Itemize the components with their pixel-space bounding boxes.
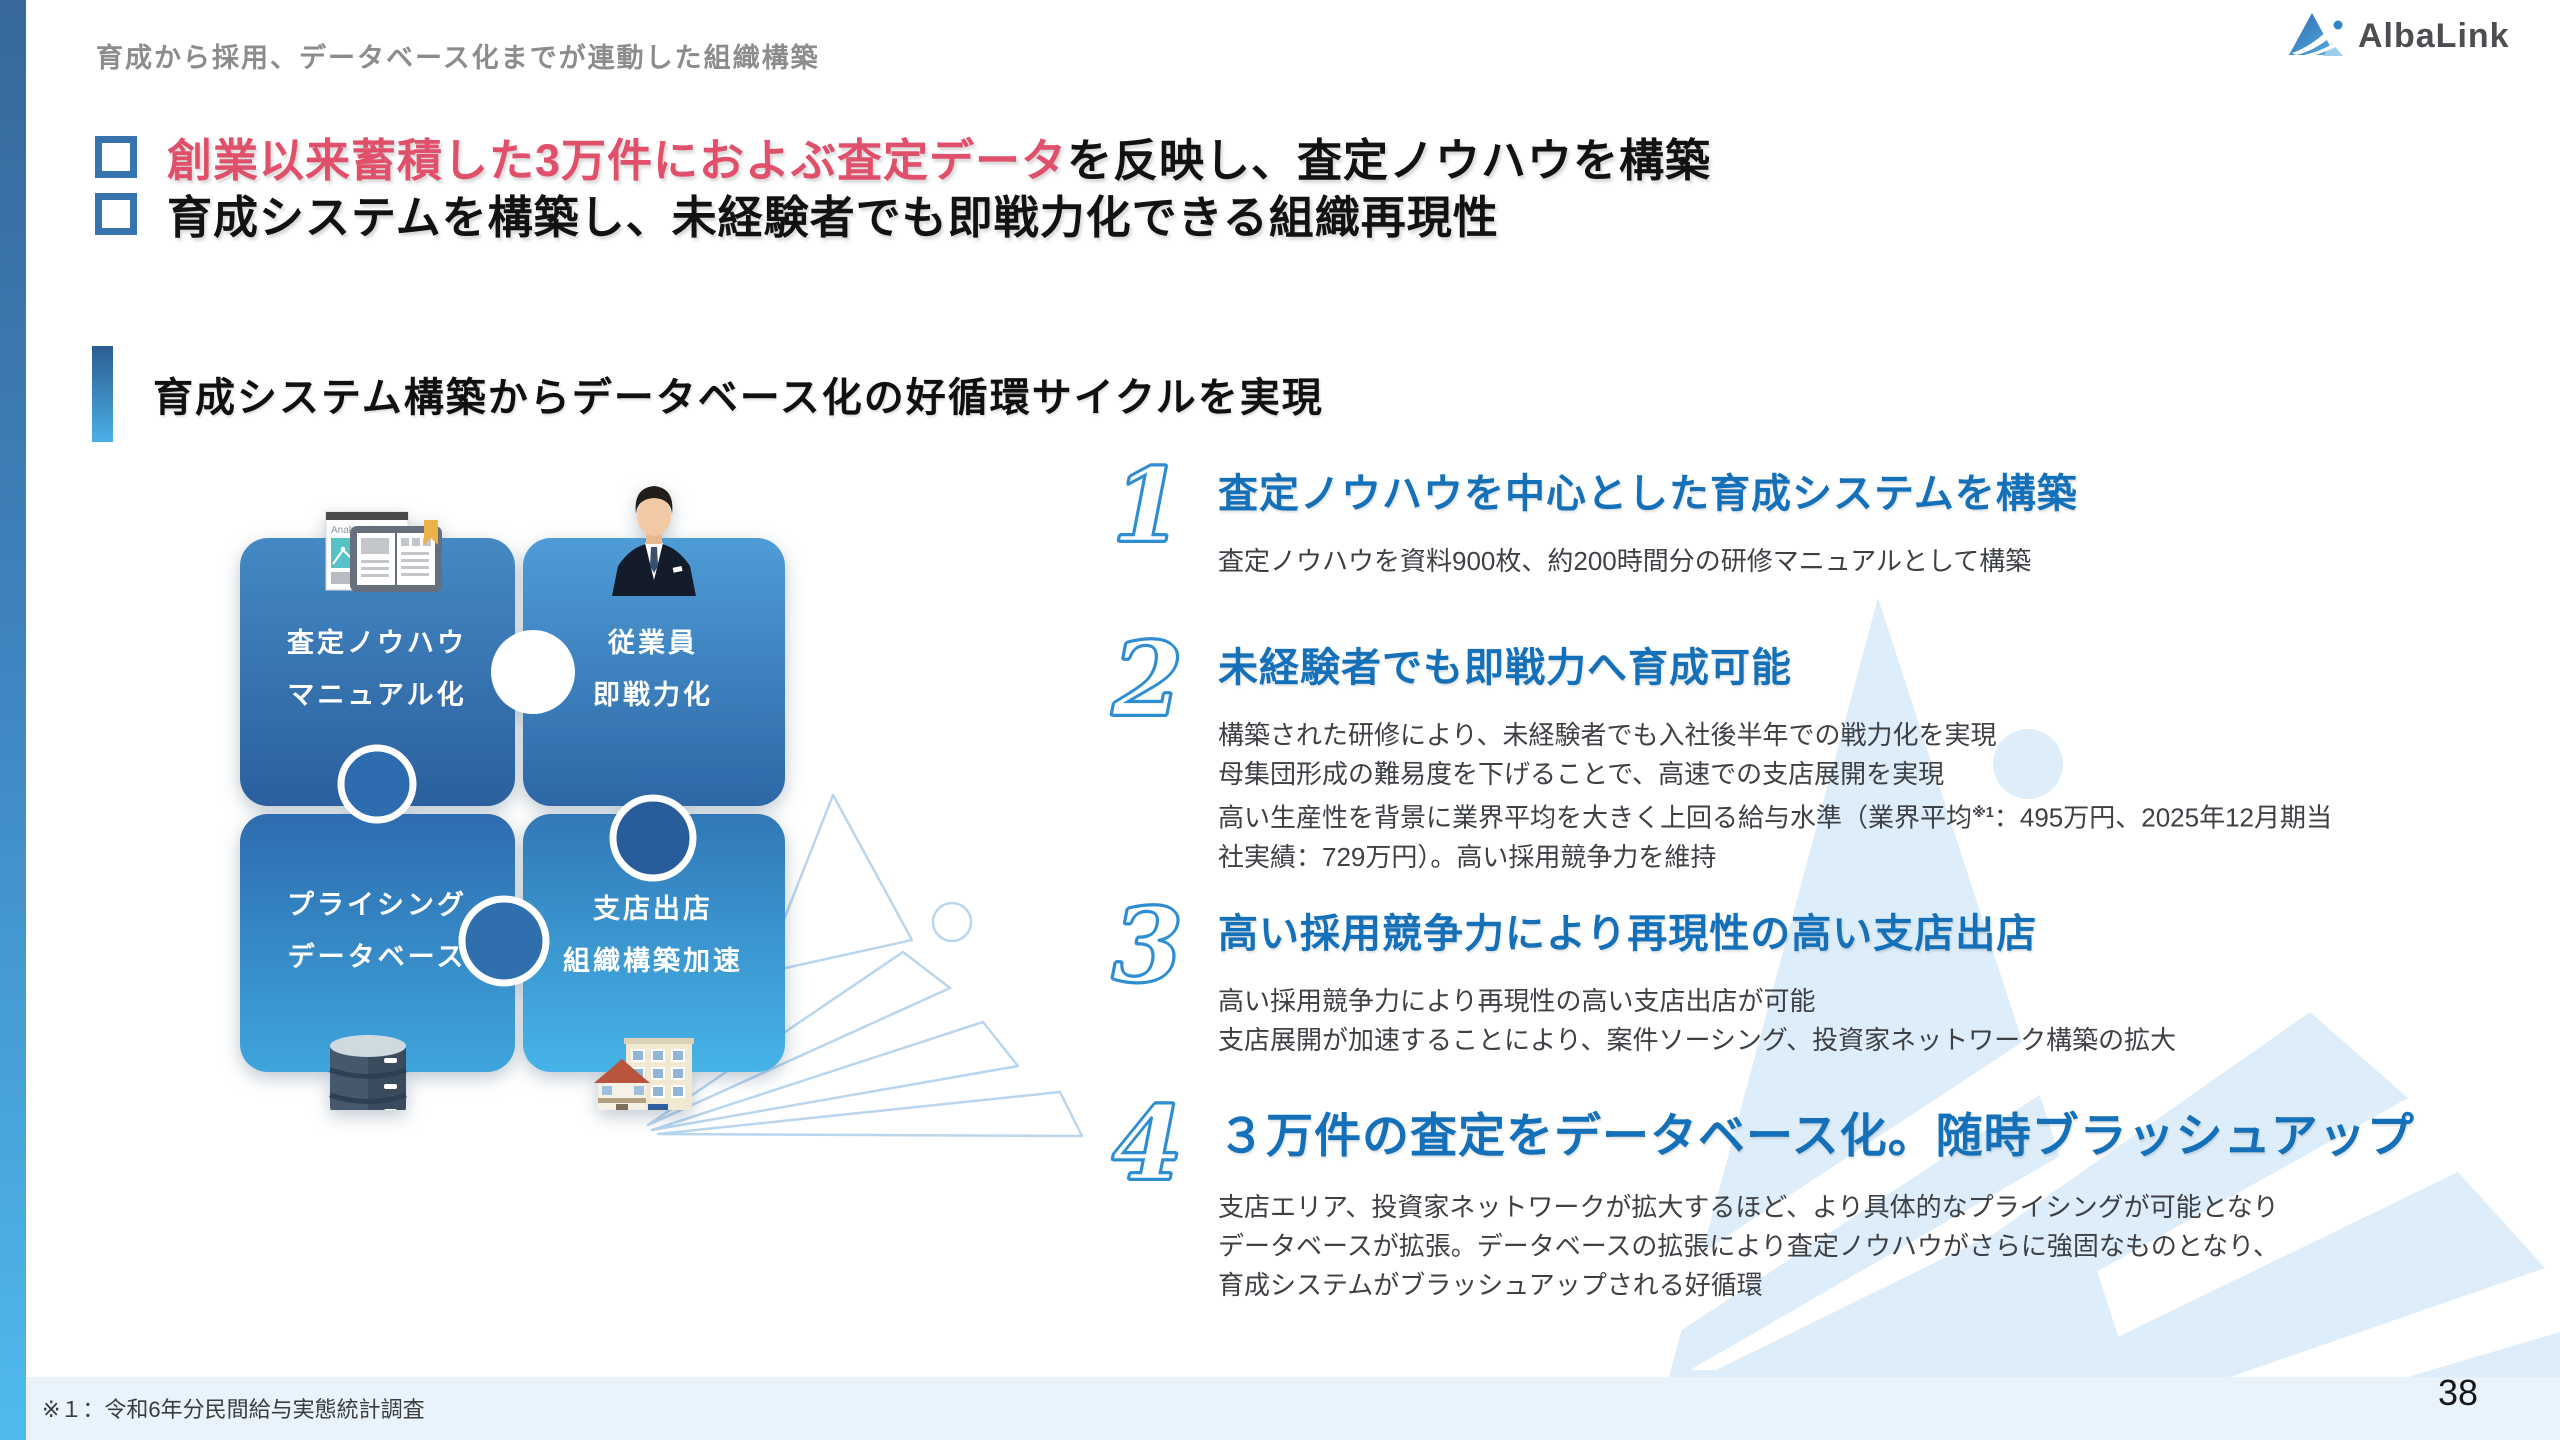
step-1-title: 査定ノウハウを中心とした育成システムを構築 (1218, 472, 2078, 516)
step-2-number: 2 (1111, 620, 1184, 740)
step-3-number: 3 (1111, 886, 1184, 1006)
step-4: 4 ３万件の査定をデータベース化。随時ブラッシュアップ 支店エリア、投資家ネット… (1111, 1084, 2415, 1305)
left-edge-accent-strip (0, 0, 26, 1440)
body-line: 構築された研修により、未経験者でも入社後半年での戦力化を実現 (1218, 720, 1997, 750)
footnote-reference: ※1 (1972, 805, 1994, 821)
body-line: 社実績：729万円）。高い採用競争力を維持 (1218, 841, 1717, 872)
key-message-list: 創業以来蓄積した3万件におよぶ査定データを反映し、査定ノウハウを構築 育成システ… (95, 128, 1712, 243)
piece-label: 従業員 (607, 628, 698, 658)
piece-label: 組織構築加速 (563, 945, 743, 976)
puzzle-knob (609, 794, 697, 882)
bullet-square-icon (95, 135, 137, 178)
analytical-data-manual-icon: Analytical Data (325, 511, 442, 592)
body-line: データベースが拡張。データベースの拡張により査定ノウハウがさらに強固なものとなり… (1218, 1231, 2280, 1261)
body-line: 育成システムがブラッシュアップされる好循環 (1218, 1270, 1763, 1300)
database-icon (329, 1035, 407, 1110)
section-accent-bar (92, 346, 113, 442)
step-1: 1 査定ノウハウを中心とした育成システムを構築 査定ノウハウを資料900枚、約2… (1111, 446, 2078, 581)
bullet-square-icon (95, 192, 137, 235)
body-line: 査定ノウハウを資料900枚、約200時間分の研修マニュアルとして構築 (1218, 546, 2032, 576)
step-1-number: 1 (1111, 446, 1184, 566)
section-title: 育成システム構築からデータベース化の好循環サイクルを実現 (153, 376, 1324, 420)
step-2-title: 未経験者でも即戦力へ育成可能 (1218, 646, 1792, 690)
puzzle-notch (491, 630, 575, 714)
body-line: 支店展開が加速することにより、案件ソーシング、投資家ネットワーク構築の拡大 (1218, 1025, 2177, 1055)
piece-label: 査定ノウハウ (287, 627, 467, 658)
step-2-body: 構築された研修により、未経験者でも入社後半年での戦力化を実現 母集団形成の難易度… (1218, 716, 2332, 877)
key-message-2: 育成システムを構築し、未経験者でも即戦力化できる組織再現性 (95, 185, 1711, 243)
step-2: 2 未経験者でも即戦力へ育成可能 構築された研修により、未経験者でも入社後半年で… (1111, 620, 2332, 877)
puzzle-piece-branch-expansion (523, 814, 785, 1072)
buildings-icon (594, 1038, 694, 1110)
key-message-1: 創業以来蓄積した3万件におよぶ査定データを反映し、査定ノウハウを構築 (95, 128, 1712, 186)
outline-logo-motif (646, 793, 1084, 1138)
step-3-body: 高い採用競争力により再現性の高い支店出店が可能 支店展開が加速することにより、案… (1218, 982, 2176, 1060)
page-number: 38 (2438, 1372, 2479, 1413)
body-line-salary: 高い生産性を背景に業界平均を大きく上回る給与水準（業界平均※1：495万円、20… (1218, 794, 2332, 838)
puzzle-piece-appraisal-knowhow (240, 538, 515, 806)
puzzle-diagram: Analytical Data (240, 486, 785, 1110)
puzzle-knob (458, 895, 550, 987)
company-logo: AlbaLink (2288, 10, 2510, 62)
piece-label: マニュアル化 (287, 680, 466, 710)
step-4-body: 支店エリア、投資家ネットワークが拡大するほど、より具体的なプライシングが可能とな… (1218, 1188, 2415, 1305)
footnote: ※１：令和6年分民間給与実態統計調査 (42, 1397, 425, 1422)
salary-prefix: 高い生産性を背景に業界平均を大きく上回る給与水準（業界平均 (1218, 802, 1973, 833)
body-line: 高い採用競争力により再現性の高い支店出店が可能 (1218, 986, 1816, 1016)
piece-label: データベース (288, 941, 467, 972)
slide-kicker: 育成から採用、データベース化までが連動した組織構築 (96, 43, 820, 73)
key-message-2-text: 育成システムを構築し、未経験者でも即戦力化できる組織再現性 (167, 192, 1499, 243)
piece-label: プライシング (287, 889, 467, 920)
section-header: 育成システム構築からデータベース化の好循環サイクルを実現 (92, 346, 1324, 442)
piece-label: 即戦力化 (593, 680, 713, 710)
puzzle-piece-pricing-database (240, 814, 515, 1072)
step-4-title: ３万件の査定をデータベース化。随時ブラッシュアップ (1218, 1109, 2415, 1162)
key-message-1-rest: を反映し、査定ノウハウを構築 (1067, 135, 1712, 186)
background-logo-motif (1630, 598, 2560, 1440)
body-line: 母集団形成の難易度を下げることで、高速での支店展開を実現 (1218, 759, 1945, 789)
albalink-triangle-icon (2289, 13, 2343, 58)
step-3-title: 高い採用競争力により再現性の高い支店出店 (1218, 912, 2038, 956)
company-logo-text: AlbaLink (2358, 16, 2510, 55)
puzzle-knob (337, 744, 417, 824)
body-line: 支店エリア、投資家ネットワークが拡大するほど、より具体的なプライシングが可能とな… (1218, 1192, 2279, 1222)
puzzle-piece-employees (523, 538, 785, 806)
key-message-1-highlight: 創業以来蓄積した3万件におよぶ査定データ (167, 135, 1068, 186)
piece-label: 支店出店 (593, 894, 713, 924)
step-1-body: 査定ノウハウを資料900枚、約200時間分の研修マニュアルとして構築 (1218, 542, 2078, 581)
salary-rest: ：495万円、2025年12月期当 (1993, 802, 2333, 833)
step-4-number: 4 (1111, 1084, 1184, 1204)
footer-band (0, 1377, 2560, 1440)
businessman-photo-icon (612, 486, 696, 596)
step-3: 3 高い採用競争力により再現性の高い支店出店 高い採用競争力により再現性の高い支… (1111, 886, 2176, 1060)
